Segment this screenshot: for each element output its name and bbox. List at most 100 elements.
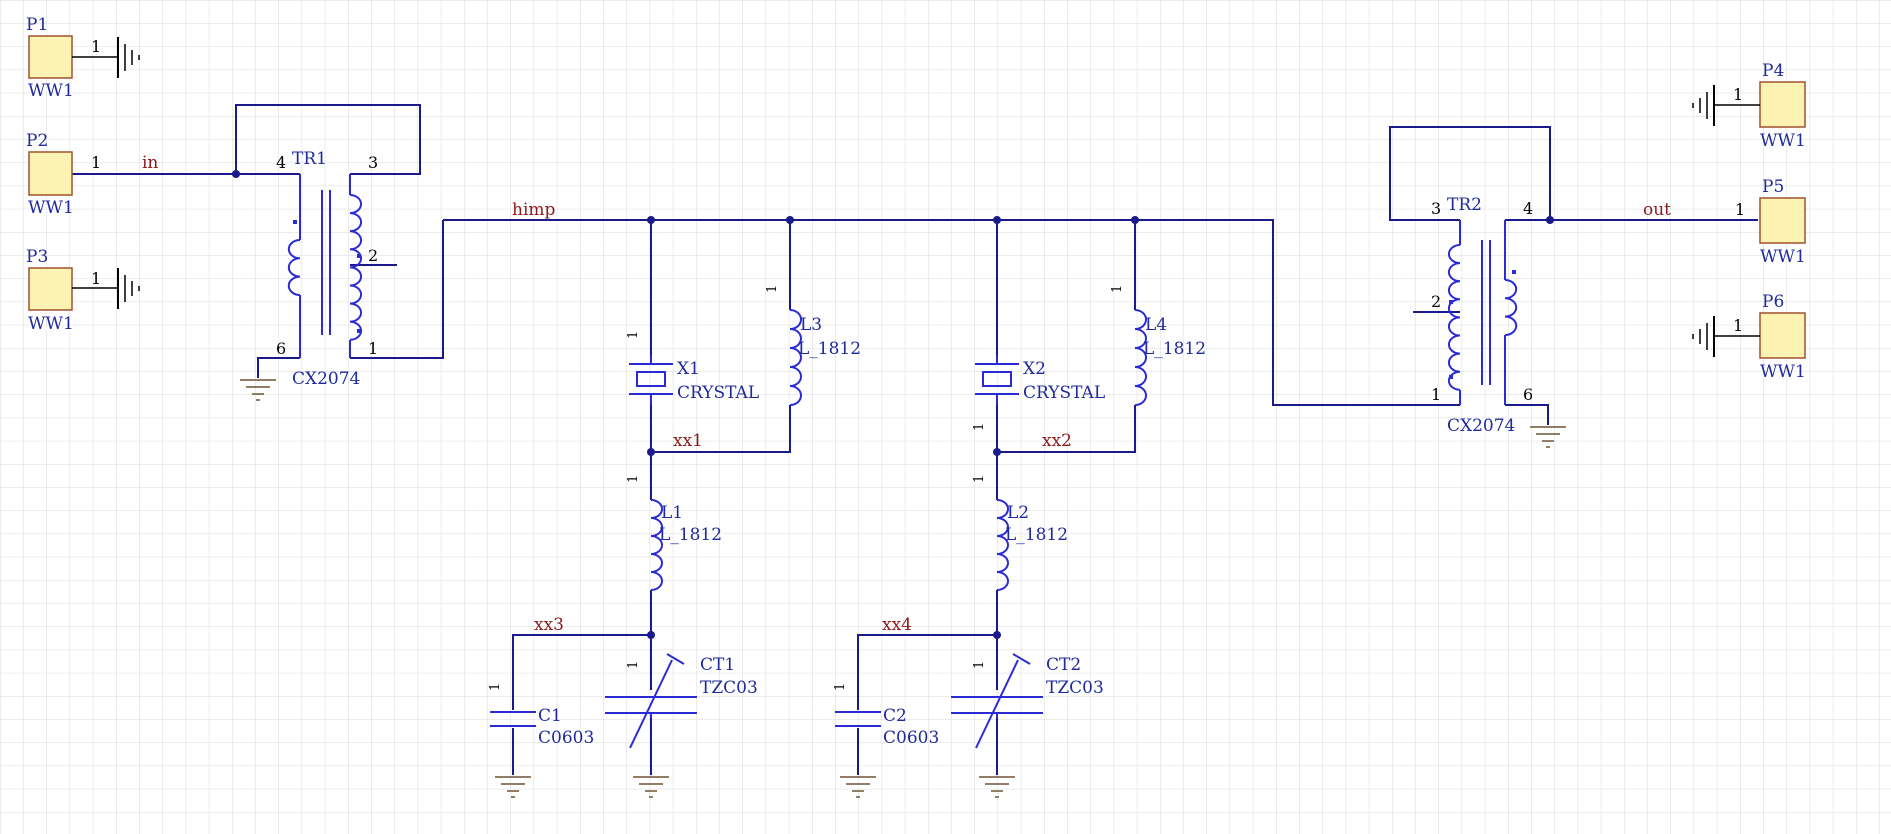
pin-number: 1 xyxy=(972,661,987,669)
pin-number: 4 xyxy=(276,153,286,172)
trimmer-ct1[interactable]: CT1 TZC03 1 xyxy=(605,653,758,749)
port-p5[interactable]: P5 WW1 1 xyxy=(1735,177,1806,267)
port-pad[interactable] xyxy=(28,35,73,79)
component-designator: L4 xyxy=(1145,315,1167,335)
component-designator: CT2 xyxy=(1046,655,1081,675)
port-pad[interactable] xyxy=(28,151,73,196)
trimmer-ct2[interactable]: CT2 TZC03 1 xyxy=(951,653,1104,749)
pin-number: 6 xyxy=(1523,385,1533,404)
wire-tr1-pin1 xyxy=(350,220,444,359)
port-p1[interactable]: P1 WW1 1 xyxy=(26,15,140,101)
port-p6[interactable]: P6 WW1 1 xyxy=(1692,292,1806,382)
pin-number: 3 xyxy=(1431,199,1441,218)
pin-number: 1 xyxy=(368,339,378,358)
port-p3[interactable]: P3 WW1 1 xyxy=(26,247,140,334)
port-value: WW1 xyxy=(28,81,74,101)
component-designator: L3 xyxy=(800,315,822,335)
net-label-xx4: xx4 xyxy=(882,615,912,635)
pin-number: 1 xyxy=(972,475,987,483)
net-label-himp: himp xyxy=(512,200,556,220)
pin-number: 2 xyxy=(368,246,378,265)
component-designator: CT1 xyxy=(700,655,735,675)
inductor-l4[interactable]: L4 L_1812 1 xyxy=(1110,285,1206,406)
wire-l4-bottom xyxy=(997,405,1136,453)
junction-dot xyxy=(1131,216,1139,224)
component-designator: X1 xyxy=(677,359,700,379)
capacitor-c1[interactable]: C1 C0603 1 xyxy=(488,683,594,748)
wire-xx3 xyxy=(512,634,651,710)
component-value: C0603 xyxy=(538,728,594,748)
ground-icon xyxy=(240,379,276,401)
crystal-x1[interactable]: X1 CRYSTAL 1 xyxy=(626,331,759,405)
port-designator: P6 xyxy=(1762,292,1784,312)
pin-number: 1 xyxy=(1733,85,1743,104)
junction-dot xyxy=(647,448,655,456)
net-label-xx3: xx3 xyxy=(534,615,564,635)
crystal-x2[interactable]: X2 CRYSTAL 1 xyxy=(972,355,1105,431)
component-value: TZC03 xyxy=(1046,678,1104,698)
transformer-tr1[interactable]: TR1 CX2074 4 3 2 6 1 xyxy=(276,149,378,389)
port-pad[interactable] xyxy=(28,267,73,311)
ground-icon xyxy=(979,776,1015,798)
component-designator: TR1 xyxy=(292,149,327,169)
port-p2[interactable]: P2 WW1 1 xyxy=(26,131,101,218)
net-label-xx2: xx2 xyxy=(1042,431,1072,451)
component-value: L_1812 xyxy=(659,525,722,545)
winding-primary xyxy=(1448,220,1461,405)
pin-number: 1 xyxy=(1735,200,1745,219)
inductor-l3[interactable]: L3 L_1812 1 xyxy=(765,285,861,406)
pin-number: 3 xyxy=(368,153,378,172)
component-value: L_1812 xyxy=(1005,525,1068,545)
wire-tr1-pin6 xyxy=(257,357,300,378)
component-value: CX2074 xyxy=(292,369,360,389)
component-designator: L1 xyxy=(661,503,683,523)
pin-number: 4 xyxy=(1523,199,1533,218)
capacitor-c2[interactable]: C2 C0603 1 xyxy=(833,683,939,748)
inductor-l2[interactable]: L2 L_1812 1 xyxy=(972,475,1068,591)
transformer-tr2[interactable]: TR2 CX2074 3 4 2 1 6 xyxy=(1431,195,1533,436)
wire-xx4 xyxy=(857,634,997,710)
junction-dot xyxy=(232,170,240,178)
component-value: TZC03 xyxy=(700,678,758,698)
wire-tr2-loop xyxy=(1389,126,1551,221)
pin-number: 1 xyxy=(91,269,101,288)
net-label-xx1: xx1 xyxy=(673,431,703,451)
wire-tr1-loop xyxy=(235,104,421,175)
junction-dot xyxy=(786,216,794,224)
port-designator: P3 xyxy=(26,247,48,267)
winding-secondary xyxy=(1504,220,1518,405)
port-pad[interactable] xyxy=(1759,81,1806,128)
component-designator: C2 xyxy=(883,706,907,726)
port-value: WW1 xyxy=(1760,131,1806,151)
pin-number: 1 xyxy=(833,683,848,691)
ground-icon xyxy=(495,776,531,798)
component-value: CRYSTAL xyxy=(1023,383,1105,403)
component-value: L_1812 xyxy=(1143,339,1206,359)
port-pad[interactable] xyxy=(1759,312,1806,359)
port-designator: P5 xyxy=(1762,177,1784,197)
net-label-in: in xyxy=(142,153,158,173)
pin-number: 1 xyxy=(626,661,641,669)
port-designator: P4 xyxy=(1762,61,1784,81)
ground-icon xyxy=(1530,426,1566,448)
port-value: WW1 xyxy=(1760,247,1806,267)
pin-number: 6 xyxy=(276,339,286,358)
pin-number: 1 xyxy=(91,153,101,172)
port-p4[interactable]: P4 WW1 1 xyxy=(1692,61,1806,151)
component-value: L_1812 xyxy=(798,339,861,359)
ground-icon xyxy=(840,776,876,798)
inductor-l1[interactable]: L1 L_1812 1 xyxy=(626,475,722,591)
component-value: CRYSTAL xyxy=(677,383,759,403)
port-designator: P2 xyxy=(26,131,48,151)
pin-number: 1 xyxy=(626,475,641,483)
pin-number: 1 xyxy=(488,683,503,691)
port-value: WW1 xyxy=(28,314,74,334)
wire-tr2-pin6 xyxy=(1505,404,1549,425)
junction-dot xyxy=(993,448,1001,456)
port-pad[interactable] xyxy=(1759,197,1806,244)
net-label-out: out xyxy=(1643,200,1671,220)
port-value: WW1 xyxy=(28,198,74,218)
port-designator: P1 xyxy=(26,15,48,35)
